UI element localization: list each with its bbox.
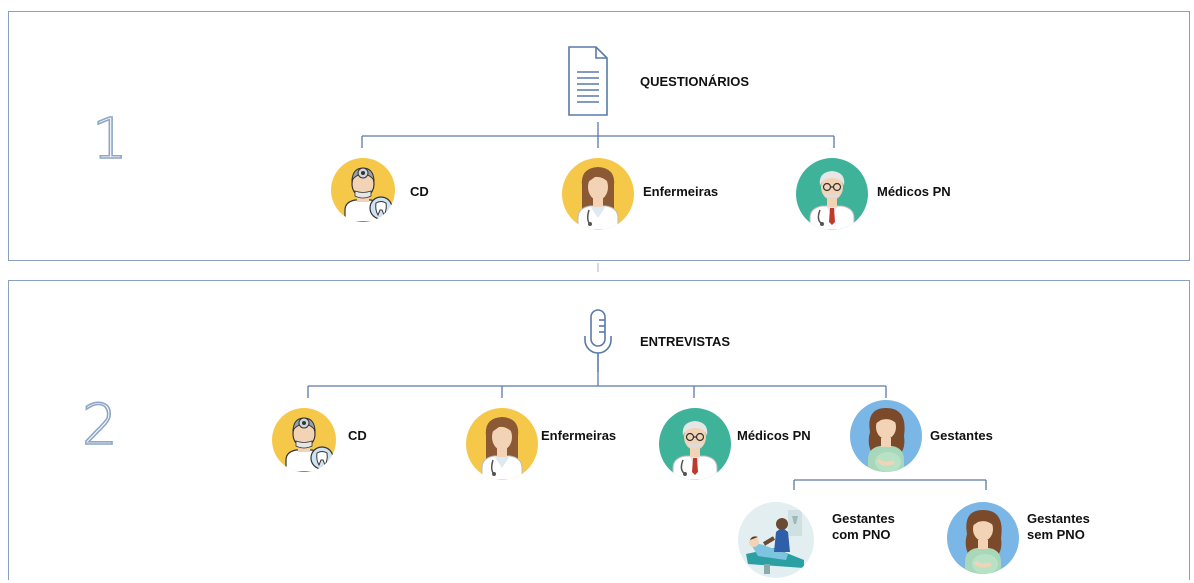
document-icon: [568, 46, 608, 116]
section-1-item-label: Médicos PN: [877, 184, 951, 199]
dentist-icon: [272, 408, 336, 472]
microphone-icon: [584, 309, 612, 372]
dentist-icon: [331, 158, 395, 222]
section-1-item-label: CD: [410, 184, 429, 199]
nurse-icon: [562, 158, 634, 230]
subitem-label: Gestantes com PNO: [832, 511, 895, 542]
section-1-number: 1: [91, 107, 128, 172]
nurse-icon: [466, 408, 538, 480]
section-1-item-label: Enfermeiras: [643, 184, 719, 199]
section-2-item-label: Enfermeiras: [541, 428, 617, 443]
section-2-item-label: Médicos PN: [737, 428, 811, 443]
pregnant-woman-icon: [850, 400, 922, 472]
section-2-item-label: CD: [348, 428, 367, 443]
doctor-icon: [659, 408, 731, 480]
dental-chair-patient-icon: [738, 502, 814, 578]
section-2-item-label: Gestantes: [930, 428, 993, 443]
doctor-icon: [796, 158, 868, 230]
section-2-number: 2: [81, 393, 118, 458]
pregnant-woman-icon: [947, 502, 1019, 574]
subitem-label: Gestantes sem PNO: [1027, 511, 1090, 542]
section-2-title: ENTREVISTAS: [640, 334, 731, 349]
section-1-title: QUESTIONÁRIOS: [640, 74, 750, 89]
